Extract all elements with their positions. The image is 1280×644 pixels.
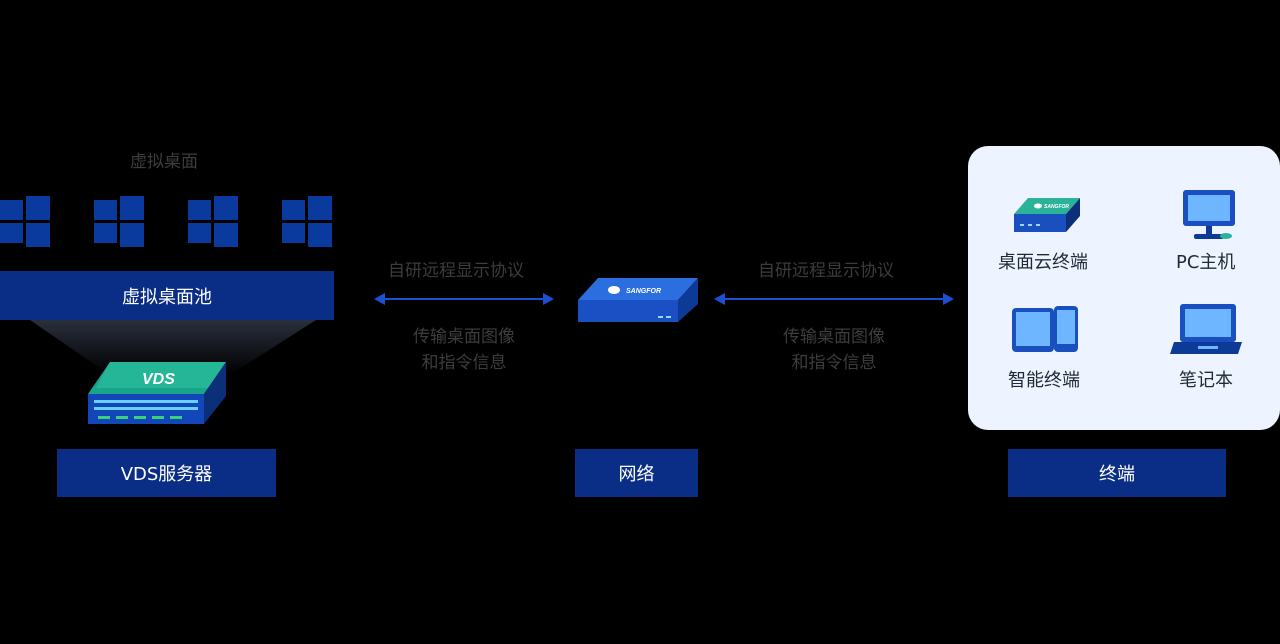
windows-icon <box>94 196 144 247</box>
right-desc-line1: 传输桌面图像 <box>783 327 885 347</box>
network-bar: 网络 <box>575 449 698 497</box>
terminals-card: SANGFOR 桌面云终端 PC主机 智能终端 笔记本 <box>968 146 1280 430</box>
thin-client-icon: SANGFOR <box>1014 198 1080 232</box>
vds-server-bar: VDS服务器 <box>57 449 276 497</box>
pool-label: 虚拟桌面池 <box>122 286 212 308</box>
terminal-name-thin-client: 桌面云终端 <box>998 252 1088 273</box>
vds-badge: VDS <box>142 371 175 388</box>
left-double-arrow <box>374 293 554 305</box>
windows-icon <box>0 196 50 247</box>
right-desc-line2: 和指令信息 <box>791 353 877 373</box>
right-desc: 传输桌面图像 和指令信息 <box>764 324 904 376</box>
right-protocol-label: 自研远程显示协议 <box>758 261 894 281</box>
vds-server-icon: VDS <box>88 362 226 424</box>
left-desc-line2: 和指令信息 <box>421 353 507 373</box>
terminals-label: 终端 <box>1099 464 1135 485</box>
vds-server-label: VDS服务器 <box>120 464 213 485</box>
windows-icon <box>282 196 332 247</box>
tablet-phone-icon <box>1012 306 1078 352</box>
left-protocol-label: 自研远程显示协议 <box>388 261 524 281</box>
network-device-icon: SANGFOR <box>578 278 698 322</box>
virtual-desktop-pool-bar: 虚拟桌面池 <box>0 271 334 320</box>
virtual-desktops-title: 虚拟桌面 <box>130 152 198 172</box>
terminal-name-laptop: 笔记本 <box>1179 370 1233 391</box>
left-desc: 传输桌面图像 和指令信息 <box>394 324 534 376</box>
right-double-arrow <box>714 293 954 305</box>
laptop-icon <box>1170 304 1242 354</box>
terminal-name-smart: 智能终端 <box>1008 370 1080 391</box>
terminal-name-pc: PC主机 <box>1176 252 1236 273</box>
terminals-bar: 终端 <box>1008 449 1226 497</box>
pc-monitor-icon <box>1183 190 1235 239</box>
windows-icon <box>188 196 238 247</box>
projection-shape <box>30 320 316 375</box>
thin-client-brand: SANGFOR <box>1044 204 1069 210</box>
network-label: 网络 <box>618 464 655 485</box>
network-brand: SANGFOR <box>626 288 661 295</box>
left-desc-line1: 传输桌面图像 <box>413 327 515 347</box>
